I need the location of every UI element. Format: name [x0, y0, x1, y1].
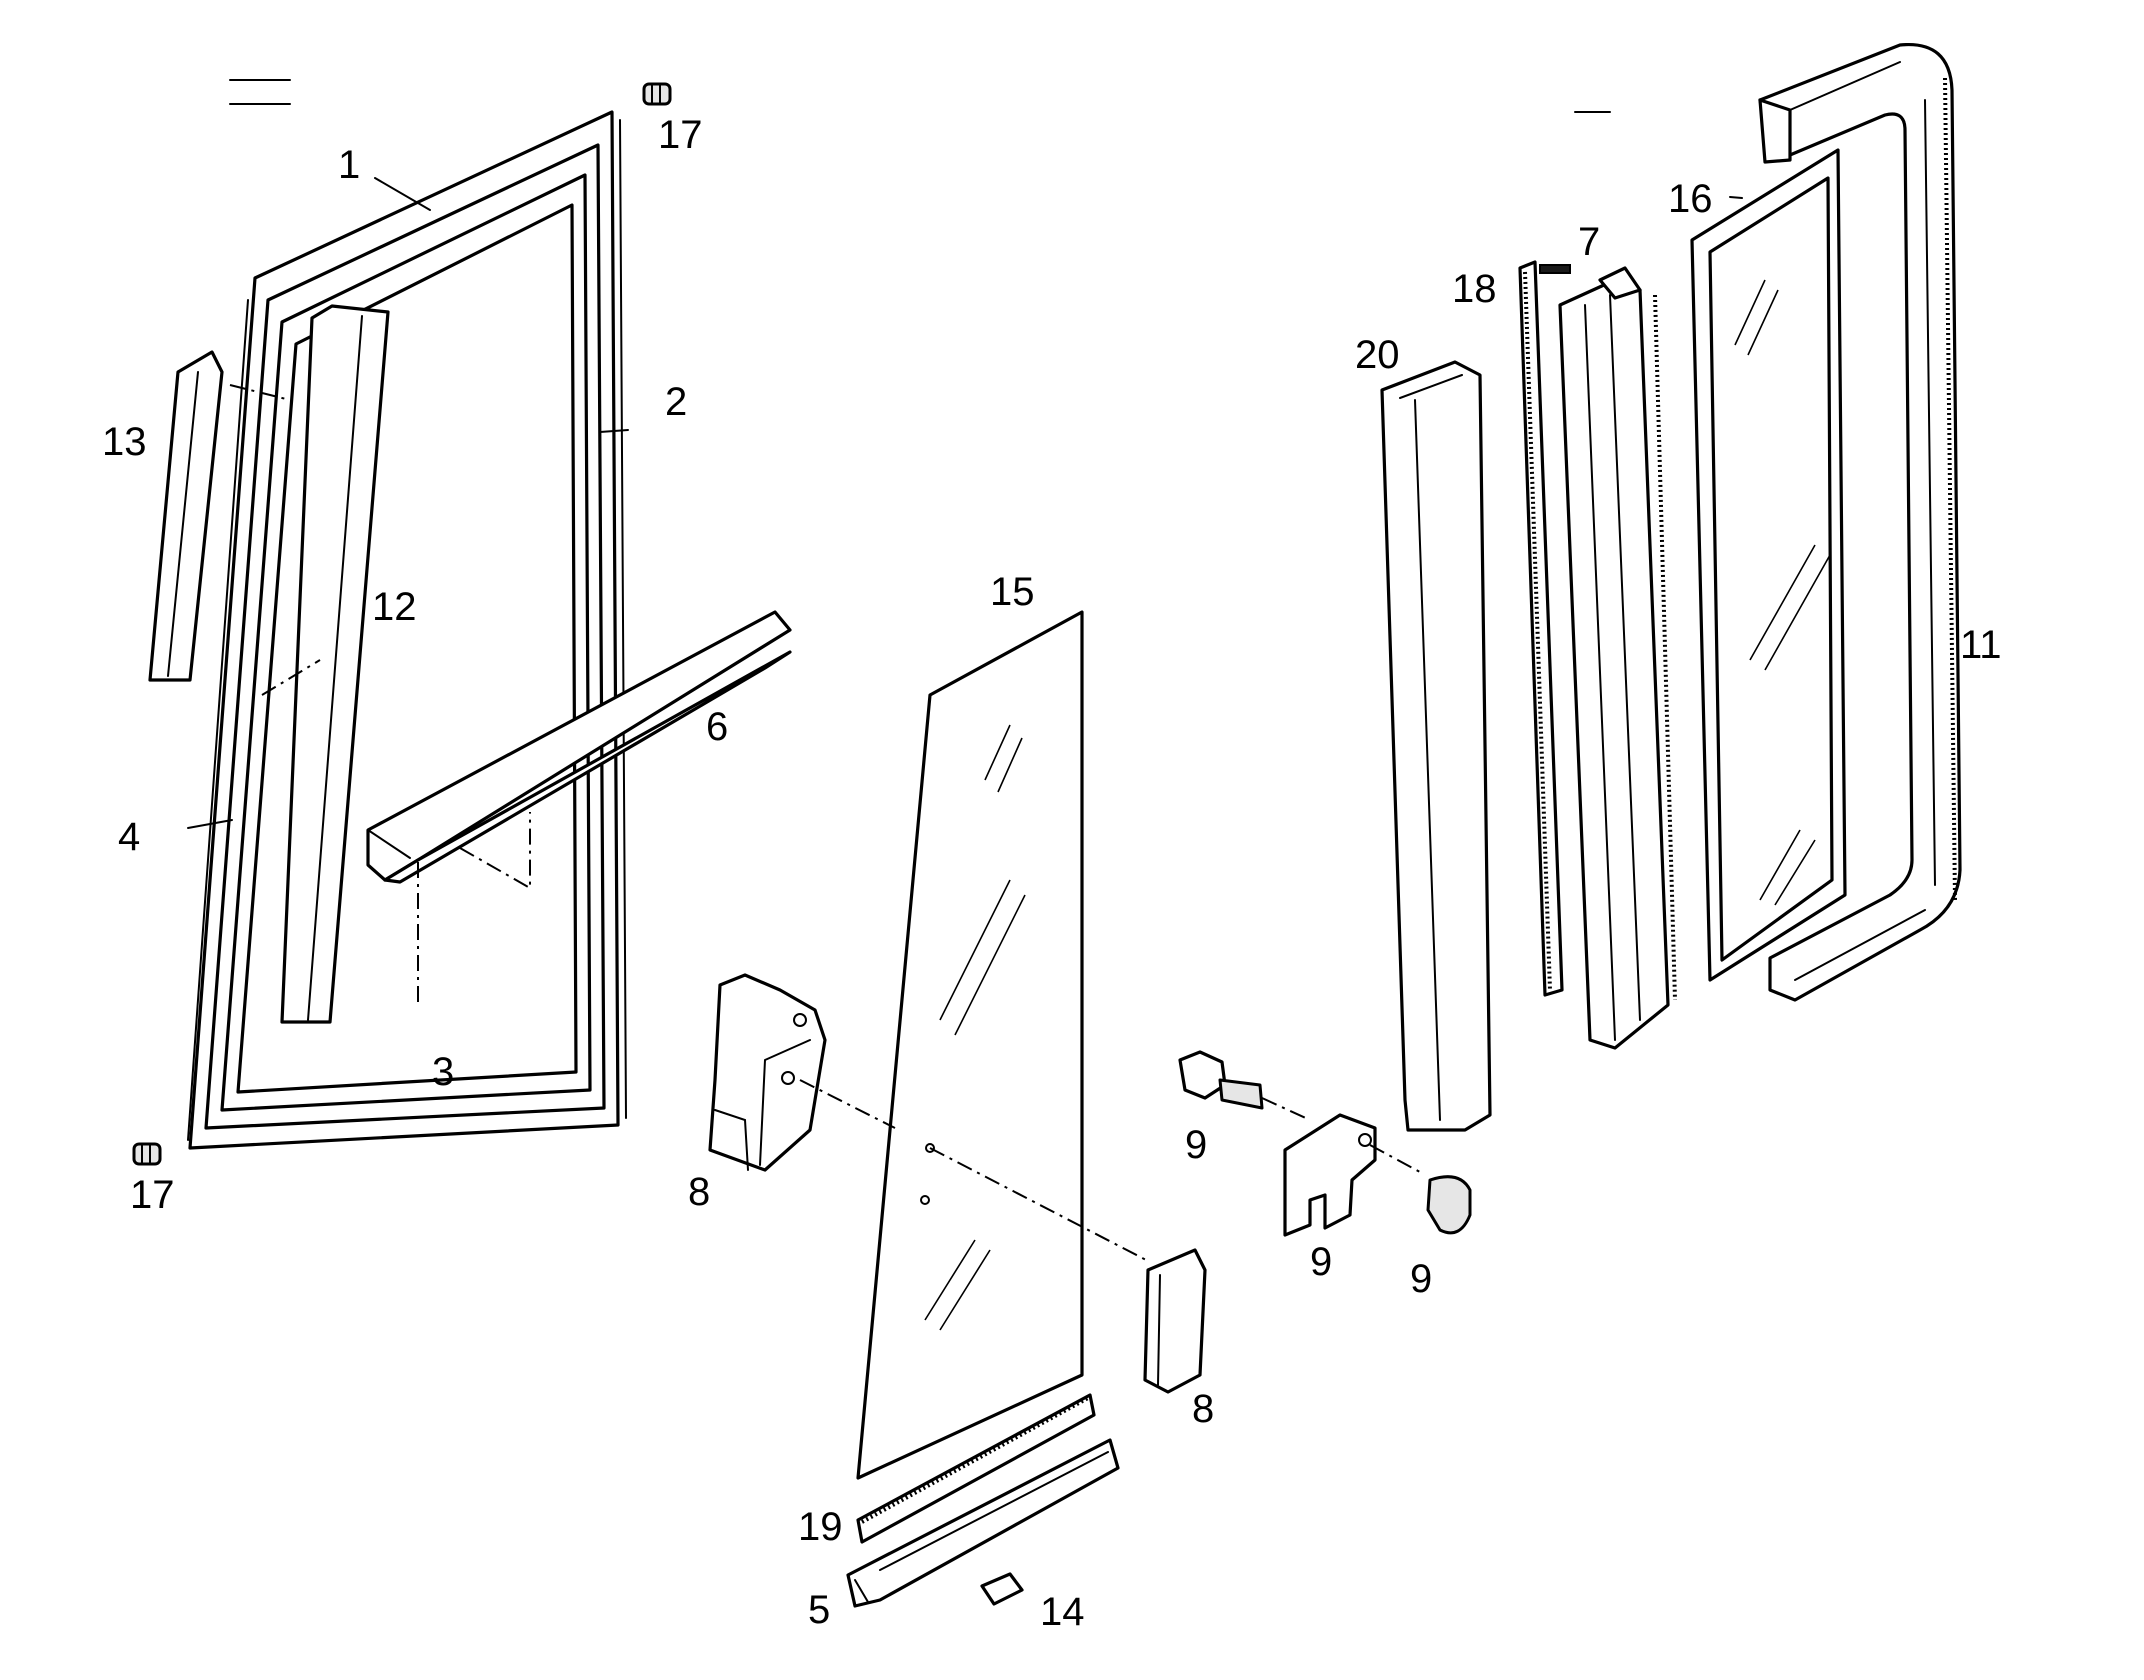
vertical-channel-12 — [280, 304, 390, 1024]
label-3: 3 — [432, 1050, 454, 1094]
label-11: 11 — [1960, 623, 2002, 667]
hinge-block-8-top — [708, 973, 827, 1172]
brush-strip-19 — [856, 1393, 1096, 1544]
label-8-bottom: 8 — [1192, 1387, 1214, 1431]
screw-17-top — [642, 82, 672, 106]
label-4: 4 — [118, 815, 140, 859]
channel-20 — [1380, 360, 1492, 1132]
label-16: 16 — [1668, 177, 1713, 221]
brush-strip-18 — [1518, 260, 1571, 997]
label-9-cap: 9 — [1410, 1257, 1432, 1301]
label-8-top: 8 — [688, 1170, 710, 1214]
label-17-bottom: 17 — [130, 1173, 175, 1217]
label-14: 14 — [1040, 1590, 1085, 1634]
bottom-channel-5 — [846, 1438, 1120, 1608]
clip-strip-13 — [148, 350, 224, 682]
end-block-14 — [980, 1572, 1024, 1606]
cap-9 — [1426, 1175, 1472, 1235]
u-channel-11 — [1758, 42, 1962, 1002]
label-18: 18 — [1452, 267, 1497, 311]
latch-9 — [1283, 1113, 1377, 1237]
label-6: 6 — [706, 705, 728, 749]
label-13: 13 — [102, 420, 147, 464]
vertical-channel-7 — [1558, 266, 1677, 1050]
horizontal-channel-6 — [366, 610, 792, 884]
glass-pane-15 — [856, 610, 1084, 1480]
label-9-latch: 9 — [1310, 1240, 1332, 1284]
label-2: 2 — [665, 380, 687, 424]
label-20: 20 — [1355, 333, 1400, 377]
label-15: 15 — [990, 570, 1035, 614]
hinge-block-8-bottom — [1143, 1248, 1207, 1394]
label-17-top: 17 — [658, 113, 703, 157]
label-12: 12 — [372, 585, 417, 629]
label-5: 5 — [808, 1588, 830, 1632]
door-frame — [187, 110, 627, 1150]
knob-9 — [1178, 1050, 1264, 1110]
screw-17-bottom — [132, 1142, 162, 1166]
label-1: 1 — [338, 143, 360, 187]
label-7: 7 — [1578, 220, 1600, 264]
glass-pane-16 — [1690, 148, 1847, 982]
label-9-knob: 9 — [1185, 1123, 1207, 1167]
label-19: 19 — [798, 1505, 843, 1549]
